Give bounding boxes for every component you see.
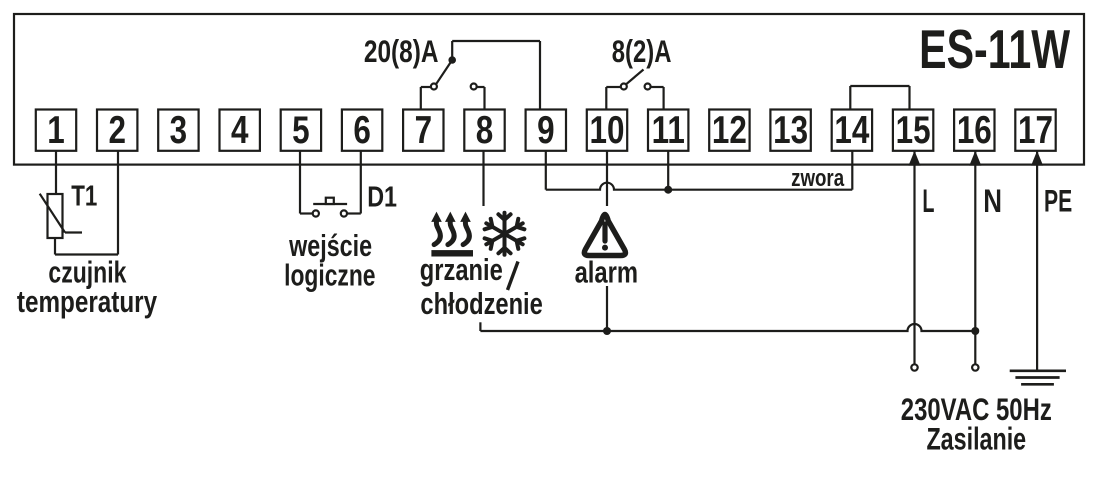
svg-text:5: 5 — [292, 109, 309, 152]
svg-text:zwora: zwora — [791, 165, 845, 192]
svg-text:logiczne: logiczne — [284, 257, 375, 292]
svg-text:11: 11 — [652, 109, 685, 152]
svg-text:czujnik: czujnik — [48, 254, 127, 289]
svg-text:2: 2 — [108, 109, 125, 152]
svg-text:17: 17 — [1018, 109, 1053, 152]
svg-text:D1: D1 — [367, 180, 397, 213]
svg-text:15: 15 — [896, 109, 931, 152]
svg-text:temperatury: temperatury — [17, 284, 158, 319]
svg-text:8: 8 — [476, 109, 493, 152]
svg-text:7: 7 — [415, 109, 432, 152]
svg-text:12: 12 — [712, 109, 747, 152]
svg-text:N: N — [983, 185, 1002, 220]
svg-text:4: 4 — [231, 109, 249, 152]
svg-text:6: 6 — [353, 109, 370, 152]
svg-text:14: 14 — [834, 109, 869, 152]
svg-text:PE: PE — [1044, 183, 1072, 218]
svg-text:10: 10 — [590, 109, 625, 152]
svg-text:wejście: wejście — [288, 228, 372, 263]
svg-text:16: 16 — [957, 109, 992, 152]
svg-text:9: 9 — [537, 109, 554, 152]
svg-text:L: L — [922, 183, 934, 219]
svg-text:3: 3 — [170, 109, 187, 152]
svg-text:chłodzenie: chłodzenie — [420, 286, 542, 321]
svg-text:Zasilanie: Zasilanie — [926, 421, 1026, 456]
svg-text:T1: T1 — [71, 181, 97, 212]
svg-text:13: 13 — [773, 109, 808, 152]
svg-text:ES-11W: ES-11W — [919, 19, 1070, 80]
svg-text:1: 1 — [47, 109, 64, 152]
svg-text:grzanie: grzanie — [420, 252, 503, 287]
svg-text:20(8)A: 20(8)A — [364, 34, 439, 69]
svg-text:8(2)A: 8(2)A — [612, 34, 672, 69]
svg-text:230VAC 50Hz: 230VAC 50Hz — [901, 392, 1052, 427]
svg-text:alarm: alarm — [575, 254, 638, 289]
